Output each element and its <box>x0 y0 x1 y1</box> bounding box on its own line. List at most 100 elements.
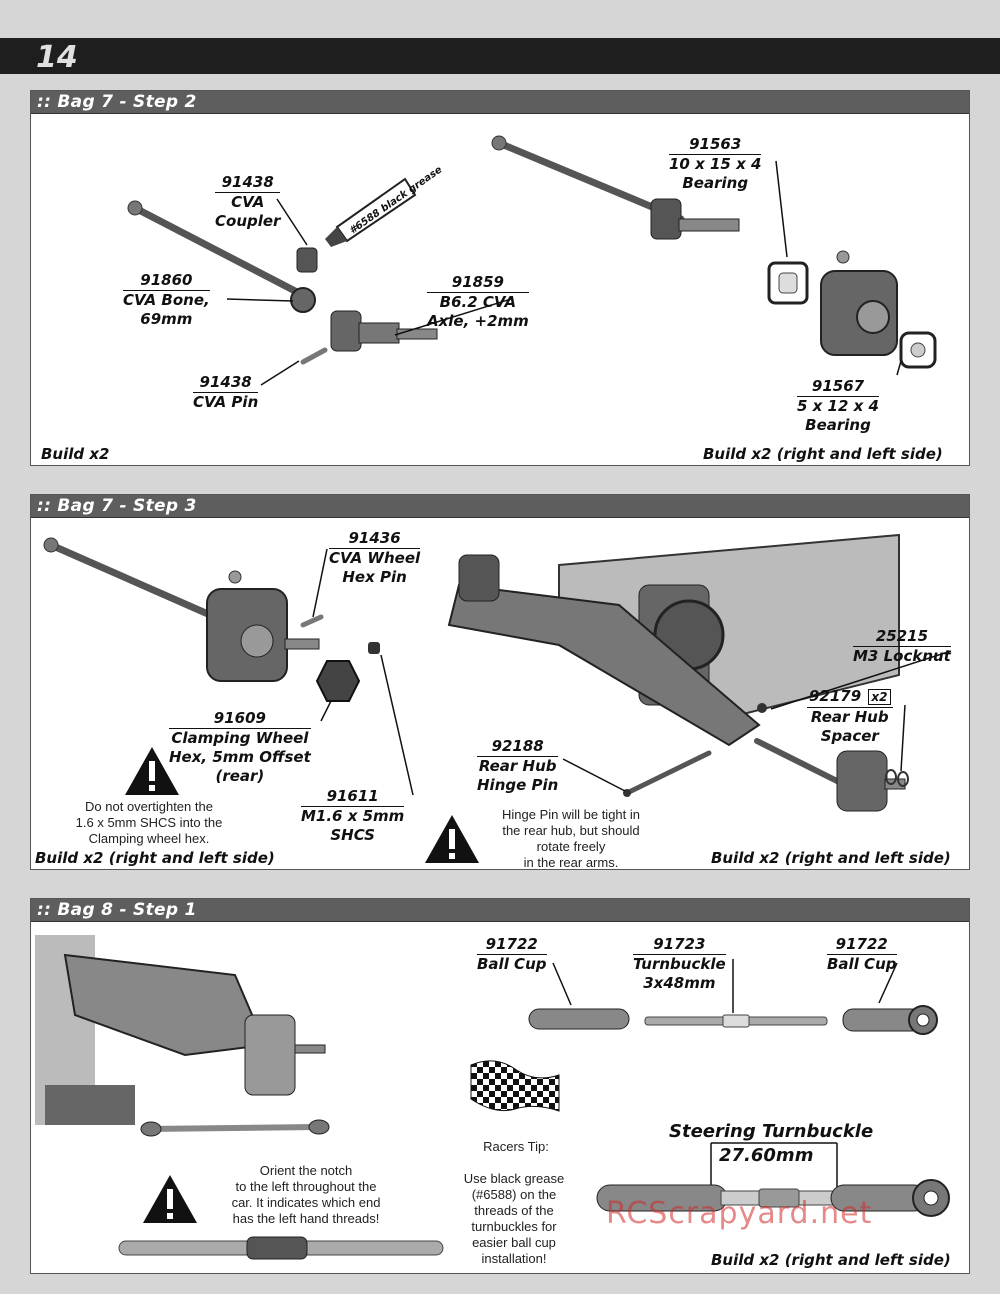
part-number: 91722 <box>477 935 547 955</box>
part-number: 91567 <box>797 377 879 397</box>
watermark: RCScrapyard.net <box>606 1196 873 1231</box>
hub-spacers-illustration <box>885 769 909 787</box>
shcs-screw-illustration <box>368 642 380 654</box>
leader-lines <box>312 548 952 796</box>
label-cva-coupler: 91438 CVA Coupler <box>215 173 281 231</box>
note-line: Do not overtighten the <box>85 799 213 814</box>
part-name: Bearing <box>805 416 871 434</box>
note-line: Hinge Pin will be tight in <box>501 807 641 822</box>
part-name: CVA Pin <box>193 393 259 411</box>
part-name: Ball Cup <box>827 955 897 973</box>
label-shcs: 91611 M1.6 x 5mm SHCS <box>301 787 405 845</box>
leader-lines <box>226 160 902 386</box>
label-hinge-pin: 92188 Rear Hub Hinge Pin <box>477 737 559 795</box>
bearing-large-illustration <box>767 261 809 305</box>
part-number: 92179 x2 <box>807 687 893 708</box>
bearing-small-illustration <box>899 331 937 369</box>
label-ball-cup-left: 91722 Ball Cup <box>477 935 547 974</box>
quantity-badge: x2 <box>868 689 891 705</box>
note-line: has the left hand threads! <box>232 1211 380 1226</box>
front-suspension-illustration <box>35 935 326 1125</box>
step-header: :: Bag 7 - Step 2 <box>31 91 969 114</box>
tip-line: Use black grease <box>463 1171 565 1186</box>
label-ball-cup-right: 91722 Ball Cup <box>827 935 897 974</box>
part-name: Clamping Wheel <box>171 729 309 747</box>
part-name: CVA Bone, <box>123 291 210 309</box>
ball-cup-left-illustration <box>528 1008 630 1030</box>
racers-tip-text: Use black grease (#6588) on the threads … <box>439 1171 589 1267</box>
ball-cup-right-illustration <box>842 1005 938 1035</box>
part-name: Hex Pin <box>342 568 407 586</box>
note-line: car. It indicates which end <box>231 1195 381 1210</box>
part-number: 91438 <box>215 173 281 193</box>
page-number: 14 <box>36 40 78 75</box>
tip-line: (#6588) on the <box>471 1187 557 1202</box>
note-line: Clamping wheel hex. <box>88 831 210 846</box>
part-number: 91436 <box>329 529 421 549</box>
steering-turnbuckle-assembled-illustration <box>596 1179 950 1217</box>
locknut-illustration <box>757 703 767 713</box>
build-quantity-right: Build x2 (right and left side) <box>711 1251 951 1269</box>
build-quantity-right: Build x2 (right and left side) <box>703 445 943 463</box>
clamping-hex-illustration <box>315 660 361 702</box>
label-bearing-10x15x4: 91563 10 x 15 x 4 Bearing <box>669 135 762 193</box>
label-locknut: 25215 M3 Locknut <box>853 627 951 666</box>
chassis-illustration <box>447 533 900 747</box>
checkered-flag-icon <box>470 1060 560 1112</box>
tip-line: easier ball cup <box>472 1235 556 1250</box>
part-name: B6.2 CVA <box>439 293 517 311</box>
tip-line: installation! <box>481 1251 547 1266</box>
step-panel-bag8-step1: :: Bag 8 - Step 1 91722 Ball Cup <box>30 898 970 1274</box>
grease-tube-illustration <box>325 177 417 247</box>
part-number: 25215 <box>853 627 951 647</box>
part-number: 91611 <box>301 787 405 807</box>
installed-turnbuckle-illustration <box>140 1119 330 1137</box>
part-name: M3 Locknut <box>853 647 951 665</box>
step-panel-bag7-step3: :: Bag 7 - Step 3 <box>30 494 970 870</box>
label-hub-spacer: 92179 x2 Rear Hub Spacer <box>807 687 893 746</box>
note-line: in the rear arms. <box>523 855 619 870</box>
cva-bone-illustration <box>127 200 316 313</box>
part-name: Turnbuckle <box>633 955 726 973</box>
rear-hub-illustration <box>820 250 898 356</box>
label-turnbuckle: 91723 Turnbuckle 3x48mm <box>633 935 726 993</box>
note-line: Orient the notch <box>259 1163 353 1178</box>
warning-note-hinge-pin: Hinge Pin will be tight in the rear hub,… <box>471 807 671 871</box>
part-name: CVA <box>231 193 265 211</box>
part-name: SHCS <box>330 826 375 844</box>
steering-turnbuckle-title: Steering Turnbuckle <box>669 1121 874 1142</box>
note-line: 1.6 x 5mm SHCS into the <box>75 815 223 830</box>
turnbuckle-notch-illustration <box>118 1236 444 1260</box>
step-panel-bag7-step2: :: Bag 7 - Step 2 #6588 black grease <box>30 90 970 466</box>
label-cva-bone: 91860 CVA Bone, 69mm <box>123 271 210 329</box>
note-line: the rear hub, but should <box>502 823 640 838</box>
warning-icon <box>425 815 479 863</box>
step-header: :: Bag 8 - Step 1 <box>31 899 969 922</box>
part-number-value: 92179 <box>809 687 862 705</box>
part-name: 10 x 15 x 4 <box>669 155 762 173</box>
label-cva-axle: 91859 B6.2 CVA Axle, +2mm <box>427 273 529 331</box>
part-name: (rear) <box>215 767 265 785</box>
label-bearing-5x12x4: 91567 5 x 12 x 4 Bearing <box>797 377 879 435</box>
part-number: 91722 <box>827 935 897 955</box>
part-name: 5 x 12 x 4 <box>797 397 879 415</box>
steering-turnbuckle-length: 27.60mm <box>719 1145 814 1166</box>
tip-line: threads of the <box>474 1203 554 1218</box>
note-line: rotate freely <box>536 839 606 854</box>
part-name: Spacer <box>820 727 879 745</box>
hex-pin-illustration <box>300 614 324 628</box>
label-hex-pin: 91436 CVA Wheel Hex Pin <box>329 529 421 587</box>
part-name: Rear Hub <box>478 757 557 775</box>
part-number: 91609 <box>169 709 311 729</box>
part-name: Hex, 5mm Offset <box>169 748 311 766</box>
part-name: 3x48mm <box>643 974 716 992</box>
part-name: Ball Cup <box>477 955 547 973</box>
build-quantity-right: Build x2 (right and left side) <box>711 849 951 867</box>
part-number: 92188 <box>477 737 559 757</box>
build-quantity-left: Build x2 (right and left side) <box>35 849 275 867</box>
rear-hub-assembly-illustration <box>754 738 906 812</box>
part-number: 91438 <box>193 373 259 393</box>
part-name: Coupler <box>215 212 281 230</box>
cva-pin-illustration <box>300 347 328 365</box>
racers-tip-title: Racers Tip: <box>483 1139 549 1154</box>
